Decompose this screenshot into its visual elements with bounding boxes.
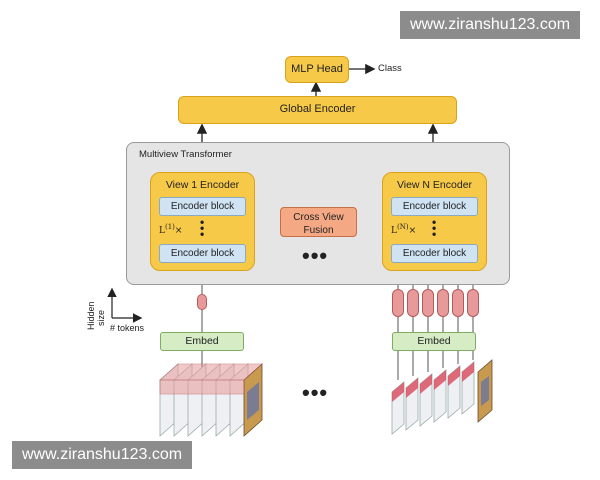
viewN-token <box>422 289 434 317</box>
left-frame-stack <box>158 363 264 437</box>
view1-encoder-title: View 1 Encoder <box>165 179 240 191</box>
fusion-line-1: Cross View <box>293 212 344 223</box>
mlp-head-box: MLP Head <box>285 56 349 83</box>
viewN-encoder-block-top: Encoder block <box>391 197 478 216</box>
viewN-token <box>452 289 464 317</box>
view1-vertical-dots: ••• <box>200 215 205 241</box>
global-encoder-box: Global Encoder <box>178 96 457 124</box>
axis-x-label: # tokens <box>110 323 145 333</box>
viewN-token <box>437 289 449 317</box>
viewN-encoder: View N Encoder Encoder block L(N)× ••• E… <box>382 172 487 271</box>
axis-icon <box>107 287 143 323</box>
embed-right: Embed <box>392 332 476 351</box>
multiview-title: Multiview Transformer <box>139 149 232 160</box>
viewN-repeat-label: L(N)× <box>391 223 417 236</box>
view1-token <box>197 294 207 310</box>
viewN-token <box>467 289 479 317</box>
view1-encoder-block-bottom: Encoder block <box>159 244 246 263</box>
right-frame-stack <box>391 359 493 435</box>
view1-repeat-label: L(1)× <box>159 223 183 236</box>
view1-encoder-block-top: Encoder block <box>159 197 246 216</box>
cross-view-fusion-box: Cross View Fusion <box>280 207 357 237</box>
viewN-token <box>392 289 404 317</box>
watermark-bottom: www.ziranshu123.com <box>12 441 193 469</box>
watermark-top: www.ziranshu123.com <box>400 11 581 39</box>
fusion-line-2: Fusion <box>303 225 334 236</box>
viewN-encoder-title: View N Encoder <box>396 179 473 191</box>
frames-ellipsis: ••• <box>302 380 329 405</box>
viewN-vertical-dots: ••• <box>432 215 437 241</box>
viewN-token <box>407 289 419 317</box>
class-label: Class <box>378 63 402 74</box>
view1-encoder: View 1 Encoder Encoder block L(1)× ••• E… <box>150 172 255 271</box>
embed-left: Embed <box>160 332 244 351</box>
viewN-encoder-block-bottom: Encoder block <box>391 244 478 263</box>
